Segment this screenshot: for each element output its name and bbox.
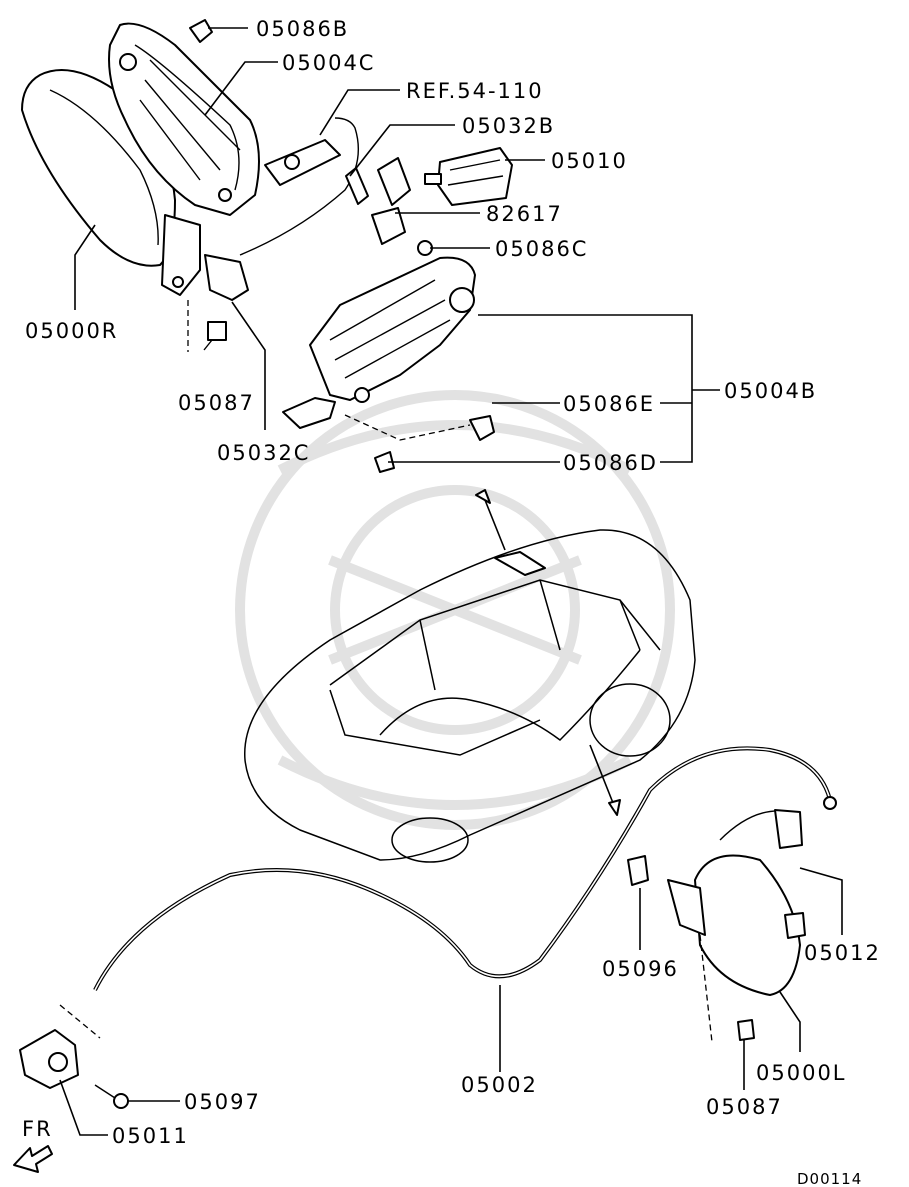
diagram-code: D00114 [797,1170,862,1187]
fuel-lid-panel-left [627,809,806,1043]
release-lever-05011 [19,1004,101,1089]
label-05086B: 05086B [256,17,349,41]
label-05032C: 05032C [217,441,310,465]
ref-body-panel [239,117,360,256]
front-direction-arrow [13,1145,53,1173]
label-05096: 05096 [602,957,679,981]
watermark-emblem [235,390,675,830]
label-05011: 05011 [112,1124,189,1148]
label-05010: 05010 [551,149,628,173]
lid-lock-05010 [424,147,513,206]
label-05032B: 05032B [462,114,555,138]
clip-05086E [469,415,495,441]
label-05004B: 05004B [724,379,817,403]
actuator-05032B [345,157,411,245]
label-ref: REF.54-110 [406,79,544,103]
vehicle-outline [244,489,696,863]
clip-05086C [417,240,433,256]
label-05087-bottom: 05087 [706,1095,783,1119]
direction-label: FR [22,1117,53,1141]
label-05000L: 05000L [756,1061,847,1085]
part-labels: 05086B 05004C REF.54-110 05032B 05010 82… [22,17,881,1187]
screw-05087-top [187,300,227,352]
label-05087-top: 05087 [178,391,255,415]
screw-05097 [94,1084,129,1109]
fuel-lid-housing-05004C [108,22,260,216]
leader-lines [59,27,843,1136]
clip-05086B [189,19,213,43]
label-05097: 05097 [184,1090,261,1114]
label-05002: 05002 [461,1073,538,1097]
label-05004C: 05004C [282,51,375,75]
label-05086E: 05086E [563,392,655,416]
label-05012: 05012 [804,941,881,965]
label-05086C: 05086C [495,237,588,261]
label-82617: 82617 [486,202,563,226]
release-cable-05002 [93,746,837,991]
fuel-lid-housing-05004B [282,256,476,429]
label-05086D: 05086D [563,451,658,475]
hinge-bracket [161,214,249,301]
clip-05086D [374,451,395,473]
label-05000R: 05000R [25,319,118,343]
